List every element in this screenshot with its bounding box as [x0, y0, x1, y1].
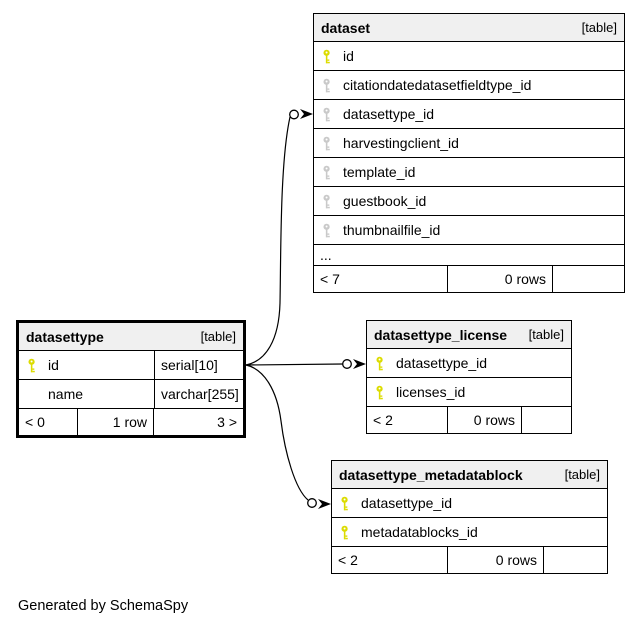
relationship-line-license — [245, 363, 343, 366]
table-datasettype-metadatablock: datasettype_metadatablock [table] datase… — [331, 460, 608, 574]
footer-rowcount: 0 rows — [448, 547, 544, 573]
footer-children — [544, 547, 607, 573]
table-dataset: dataset [table] id citationdatedatasetfi… — [313, 13, 625, 293]
table-datasettype: datasettype [table] id serial[10] name v… — [16, 320, 246, 438]
column-name: template_id — [343, 164, 416, 180]
column-name: name — [48, 386, 84, 402]
primary-key-icon — [322, 48, 334, 64]
column-name: metadatablocks_id — [361, 524, 478, 540]
primary-key-icon — [27, 357, 39, 373]
table-tag: [table] — [528, 327, 564, 342]
table-name-link[interactable]: dataset — [321, 19, 371, 36]
footer-children — [522, 407, 571, 433]
foreign-key-icon — [322, 193, 334, 209]
column-type: varchar[255] — [161, 386, 239, 402]
column-name: datasettype_id — [343, 106, 435, 122]
column-row: harvestingclient_id — [314, 129, 624, 158]
foreign-key-icon — [322, 77, 334, 93]
primary-key-icon — [340, 495, 352, 511]
table-footer: < 2 0 rows — [332, 547, 607, 573]
column-row: template_id — [314, 158, 624, 187]
column-row: datasettype_id — [332, 489, 607, 518]
column-row: guestbook_id — [314, 187, 624, 216]
arrowhead-icon — [353, 359, 366, 369]
table-tag: [table] — [200, 329, 236, 344]
table-tag: [table] — [581, 20, 617, 35]
table-name-link[interactable]: datasettype_license — [374, 326, 508, 343]
zero-or-one-circle — [289, 109, 299, 120]
ellipsis: ... — [320, 247, 332, 263]
foreign-key-icon — [322, 164, 334, 180]
foreign-key-icon — [322, 222, 334, 238]
footer-parents: < 7 — [314, 266, 448, 292]
table-name-link[interactable]: datasettype — [26, 328, 104, 345]
column-row: name varchar[255] — [19, 380, 243, 409]
table-datasettype-license: datasettype_license [table] datasettype_… — [366, 320, 572, 434]
relationship-line-dataset — [245, 116, 291, 366]
column-name: id — [48, 357, 59, 373]
arrowhead-icon — [300, 109, 313, 119]
table-header: datasettype_license [table] — [367, 321, 571, 349]
footer-parents: < 0 — [19, 409, 78, 435]
column-name: thumbnailfile_id — [343, 222, 441, 238]
column-name: licenses_id — [396, 384, 466, 400]
footer-rowcount: 1 row — [78, 409, 154, 435]
table-footer: < 2 0 rows — [367, 407, 571, 433]
zero-or-one-circle — [342, 359, 352, 369]
column-row: thumbnailfile_id — [314, 216, 624, 245]
column-name: datasettype_id — [361, 495, 453, 511]
column-row: licenses_id — [367, 378, 571, 407]
footer-children — [553, 266, 624, 292]
column-name: harvestingclient_id — [343, 135, 459, 151]
footer-rowcount: 0 rows — [448, 407, 522, 433]
table-header: datasettype [table] — [19, 323, 243, 351]
column-row: id — [314, 42, 624, 71]
column-row: datasettype_id — [314, 100, 624, 129]
column-name: citationdatedatasetfieldtype_id — [343, 77, 532, 93]
zero-or-one-circle — [307, 498, 317, 508]
table-tag: [table] — [564, 467, 600, 482]
foreign-key-icon — [322, 106, 334, 122]
footer-parents: < 2 — [332, 547, 448, 573]
generated-by-note: Generated by SchemaSpy — [18, 598, 189, 614]
column-name: guestbook_id — [343, 193, 427, 209]
column-name: id — [343, 48, 354, 64]
column-row: datasettype_id — [367, 349, 571, 378]
primary-key-icon — [375, 355, 387, 371]
footer-rowcount: 0 rows — [448, 266, 553, 292]
primary-key-icon — [375, 384, 387, 400]
column-row: id serial[10] — [19, 351, 243, 380]
column-name: datasettype_id — [396, 355, 488, 371]
column-type: serial[10] — [161, 357, 218, 373]
column-row: metadatablocks_id — [332, 518, 607, 547]
table-name-link[interactable]: datasettype_metadatablock — [339, 466, 523, 483]
footer-parents: < 2 — [367, 407, 448, 433]
primary-key-icon — [340, 524, 352, 540]
relationship-line-metadatablock — [245, 364, 309, 501]
table-footer: < 0 1 row 3 > — [19, 409, 243, 435]
more-columns-row: ... — [314, 245, 624, 266]
table-header: datasettype_metadatablock [table] — [332, 461, 607, 489]
table-header: dataset [table] — [314, 14, 624, 42]
table-footer: < 7 0 rows — [314, 266, 624, 292]
foreign-key-icon — [322, 135, 334, 151]
column-row: citationdatedatasetfieldtype_id — [314, 71, 624, 100]
footer-children: 3 > — [217, 414, 237, 430]
arrowhead-icon — [318, 499, 331, 509]
